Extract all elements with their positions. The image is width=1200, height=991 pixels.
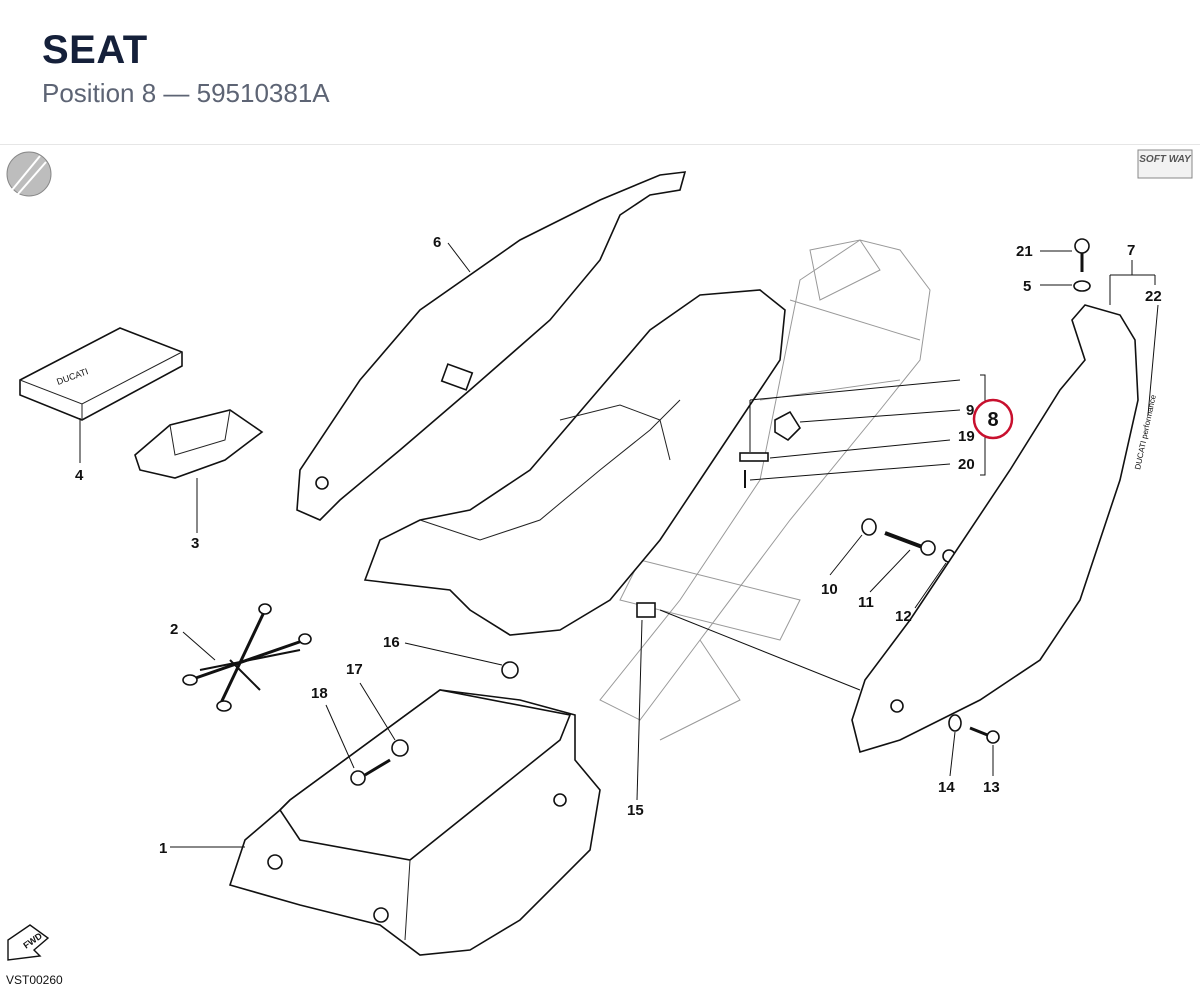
callout-15: 15 <box>627 802 644 819</box>
callout-labels: 1 2 3 4 5 6 7 9 10 11 12 13 14 15 16 17 … <box>75 234 1162 857</box>
part-3-tool-pouch <box>134 409 264 479</box>
callout-4: 4 <box>75 467 84 484</box>
part-1-undertray <box>228 689 601 956</box>
part-2-bungee-strap <box>182 603 312 712</box>
callout-14: 14 <box>938 779 955 796</box>
fastener-group-10-12 <box>861 518 956 563</box>
highlighted-callout-8[interactable]: 8 <box>972 398 1014 440</box>
seat <box>363 289 786 636</box>
part-6-seat-cover <box>296 171 687 521</box>
callout-19: 19 <box>958 428 975 445</box>
callout-5: 5 <box>1023 278 1031 295</box>
circle-logo-icon <box>6 151 52 197</box>
callout-11: 11 <box>858 594 874 611</box>
motorcycle-frame <box>599 239 931 741</box>
page-title: SEAT <box>42 28 148 72</box>
callout-10: 10 <box>821 581 838 598</box>
callout-21: 21 <box>1016 243 1033 260</box>
page-header: SEAT Position 8 — 59510381A <box>0 0 1200 145</box>
fastener-group-9-19-20 <box>739 410 802 488</box>
callout-8: 8 <box>987 409 998 431</box>
callout-17: 17 <box>346 661 363 678</box>
callout-1: 1 <box>159 840 167 857</box>
callout-6: 6 <box>433 234 441 251</box>
callout-9: 9 <box>966 402 974 419</box>
part-15-clip <box>636 602 861 691</box>
page-subtitle: Position 8 — 59510381A <box>42 78 330 108</box>
callout-18: 18 <box>311 685 328 702</box>
callout-7: 7 <box>1127 242 1135 259</box>
callout-2: 2 <box>170 621 178 638</box>
exploded-parts-diagram: SOFT WAY DUCATI <box>6 149 1193 987</box>
callout-16: 16 <box>383 634 400 651</box>
fwd-arrow-icon: FWD <box>7 924 50 961</box>
part-7-side-panel: DUCATI performance <box>851 304 1158 754</box>
fastener-group-13-14 <box>948 714 1000 744</box>
leader-lines <box>79 242 1159 848</box>
callout-13: 13 <box>983 779 1000 796</box>
callout-12: 12 <box>895 608 912 625</box>
callout-3: 3 <box>191 535 199 552</box>
fastener-group-16-18 <box>350 661 519 786</box>
softway-logo-text: SOFT WAY <box>1139 154 1192 165</box>
reference-code: VST00260 <box>6 973 63 987</box>
callout-22: 22 <box>1145 288 1162 305</box>
part-4-owner-manual: DUCATI <box>19 327 183 421</box>
softway-logo: SOFT WAY <box>1137 149 1193 179</box>
callout-20: 20 <box>958 456 975 473</box>
fastener-group-21-5 <box>1073 238 1091 292</box>
